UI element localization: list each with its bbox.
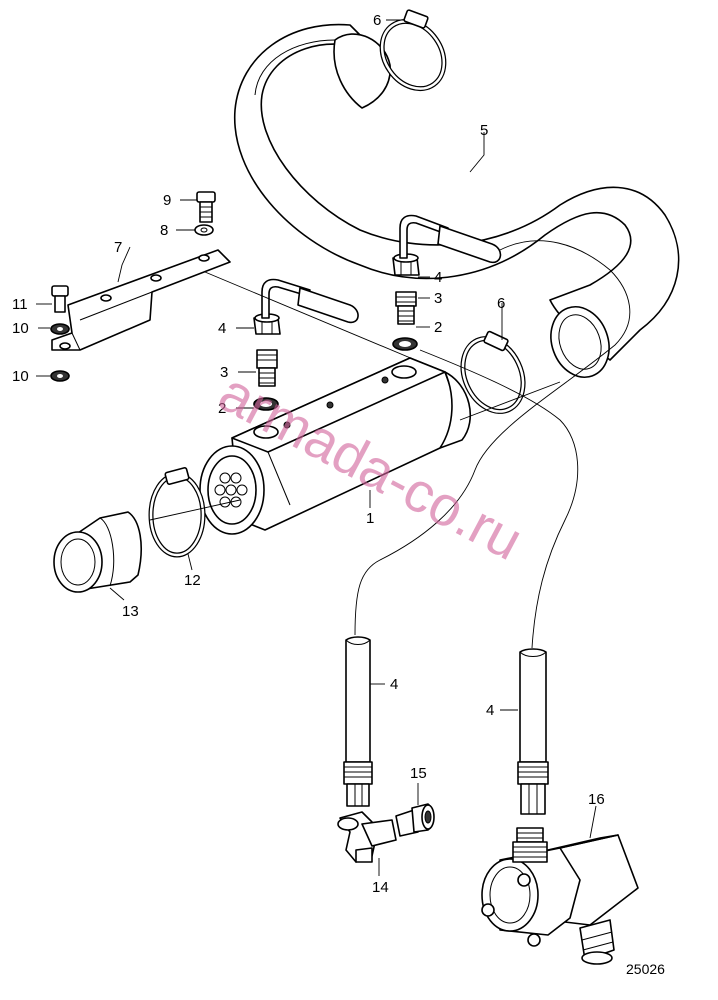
label-6-top: 6: [373, 12, 381, 29]
bolt-9: [196, 191, 216, 223]
washer-8: [194, 224, 214, 236]
routing-line-back: [459, 381, 561, 421]
label-5: 5: [480, 122, 488, 139]
label-14: 14: [372, 879, 389, 896]
label-10-lower: 10: [12, 368, 29, 385]
pipe-right: [399, 214, 502, 264]
hose-4-left: [343, 636, 373, 807]
bolt-11: [51, 285, 69, 313]
seal-2-right: [392, 337, 418, 351]
bracket-7: [51, 249, 231, 351]
label-4-lower-right: 4: [486, 702, 494, 719]
label-2-right: 2: [434, 319, 442, 336]
routing-line-bracket: [204, 271, 421, 363]
hose-clamp-6-top: [379, 9, 447, 92]
washer-10-upper: [50, 323, 70, 335]
hose-clamp-12: [148, 467, 206, 558]
pump-16: [481, 827, 639, 965]
label-4-right: 4: [434, 269, 442, 286]
callout-leaders: [36, 19, 597, 876]
hose-sleeve-13: [53, 511, 142, 593]
seal-2-left: [253, 397, 279, 411]
label-11: 11: [12, 296, 28, 313]
label-6-right: 6: [497, 295, 505, 312]
label-13: 13: [122, 603, 139, 620]
hose-5: [234, 23, 680, 378]
washer-10-lower: [50, 370, 70, 382]
callout-labels: 6 5 6 9 8 7 11 10 10 4 3 2 4 3 2 1 12 13…: [12, 12, 605, 896]
pipe-left: [261, 278, 359, 324]
label-2-left: 2: [218, 400, 226, 417]
label-10-upper: 10: [12, 320, 29, 337]
label-8: 8: [160, 222, 168, 239]
elbow-fitting-14: [337, 811, 397, 863]
hose-clamp-6-right: [460, 330, 526, 414]
heat-exchanger-1: [199, 357, 471, 535]
label-16: 16: [588, 791, 605, 808]
adapter-3-left: [256, 349, 278, 387]
routing-line-left-hose: [354, 240, 631, 636]
label-4-left: 4: [218, 320, 226, 337]
nut-4-left: [253, 313, 281, 335]
label-12: 12: [184, 572, 201, 589]
label-7: 7: [114, 239, 122, 256]
label-9: 9: [163, 192, 171, 209]
adapter-3-right: [395, 291, 417, 325]
label-3-left: 3: [220, 364, 228, 381]
routing-line-right-hose: [419, 349, 579, 649]
nipple-15: [395, 803, 435, 837]
drawing-reference-number: 25026: [626, 961, 665, 977]
label-1: 1: [366, 510, 374, 527]
hose-4-right: [517, 648, 549, 815]
label-4-lower-left: 4: [390, 676, 398, 693]
routing-line-front: [149, 499, 241, 521]
label-3-right: 3: [434, 290, 442, 307]
label-15: 15: [410, 765, 427, 782]
